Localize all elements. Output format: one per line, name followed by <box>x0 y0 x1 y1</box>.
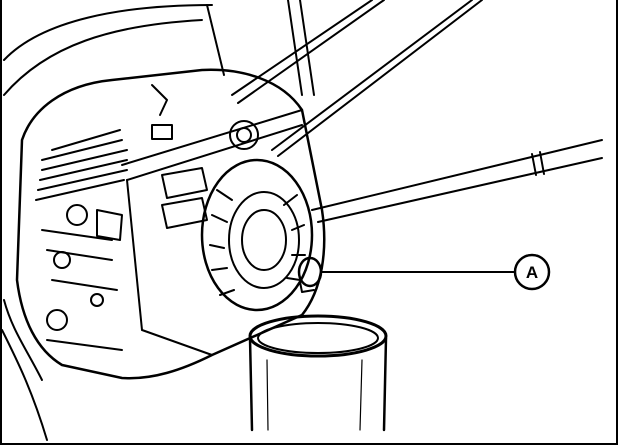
oil-container <box>248 314 388 432</box>
callout-a: A <box>513 253 551 291</box>
starter-cover <box>200 120 314 312</box>
callout-a-label: A <box>526 263 538 282</box>
engine-housing <box>15 68 326 380</box>
handle-tubes <box>231 0 603 223</box>
mower-deck-outline <box>2 4 225 441</box>
